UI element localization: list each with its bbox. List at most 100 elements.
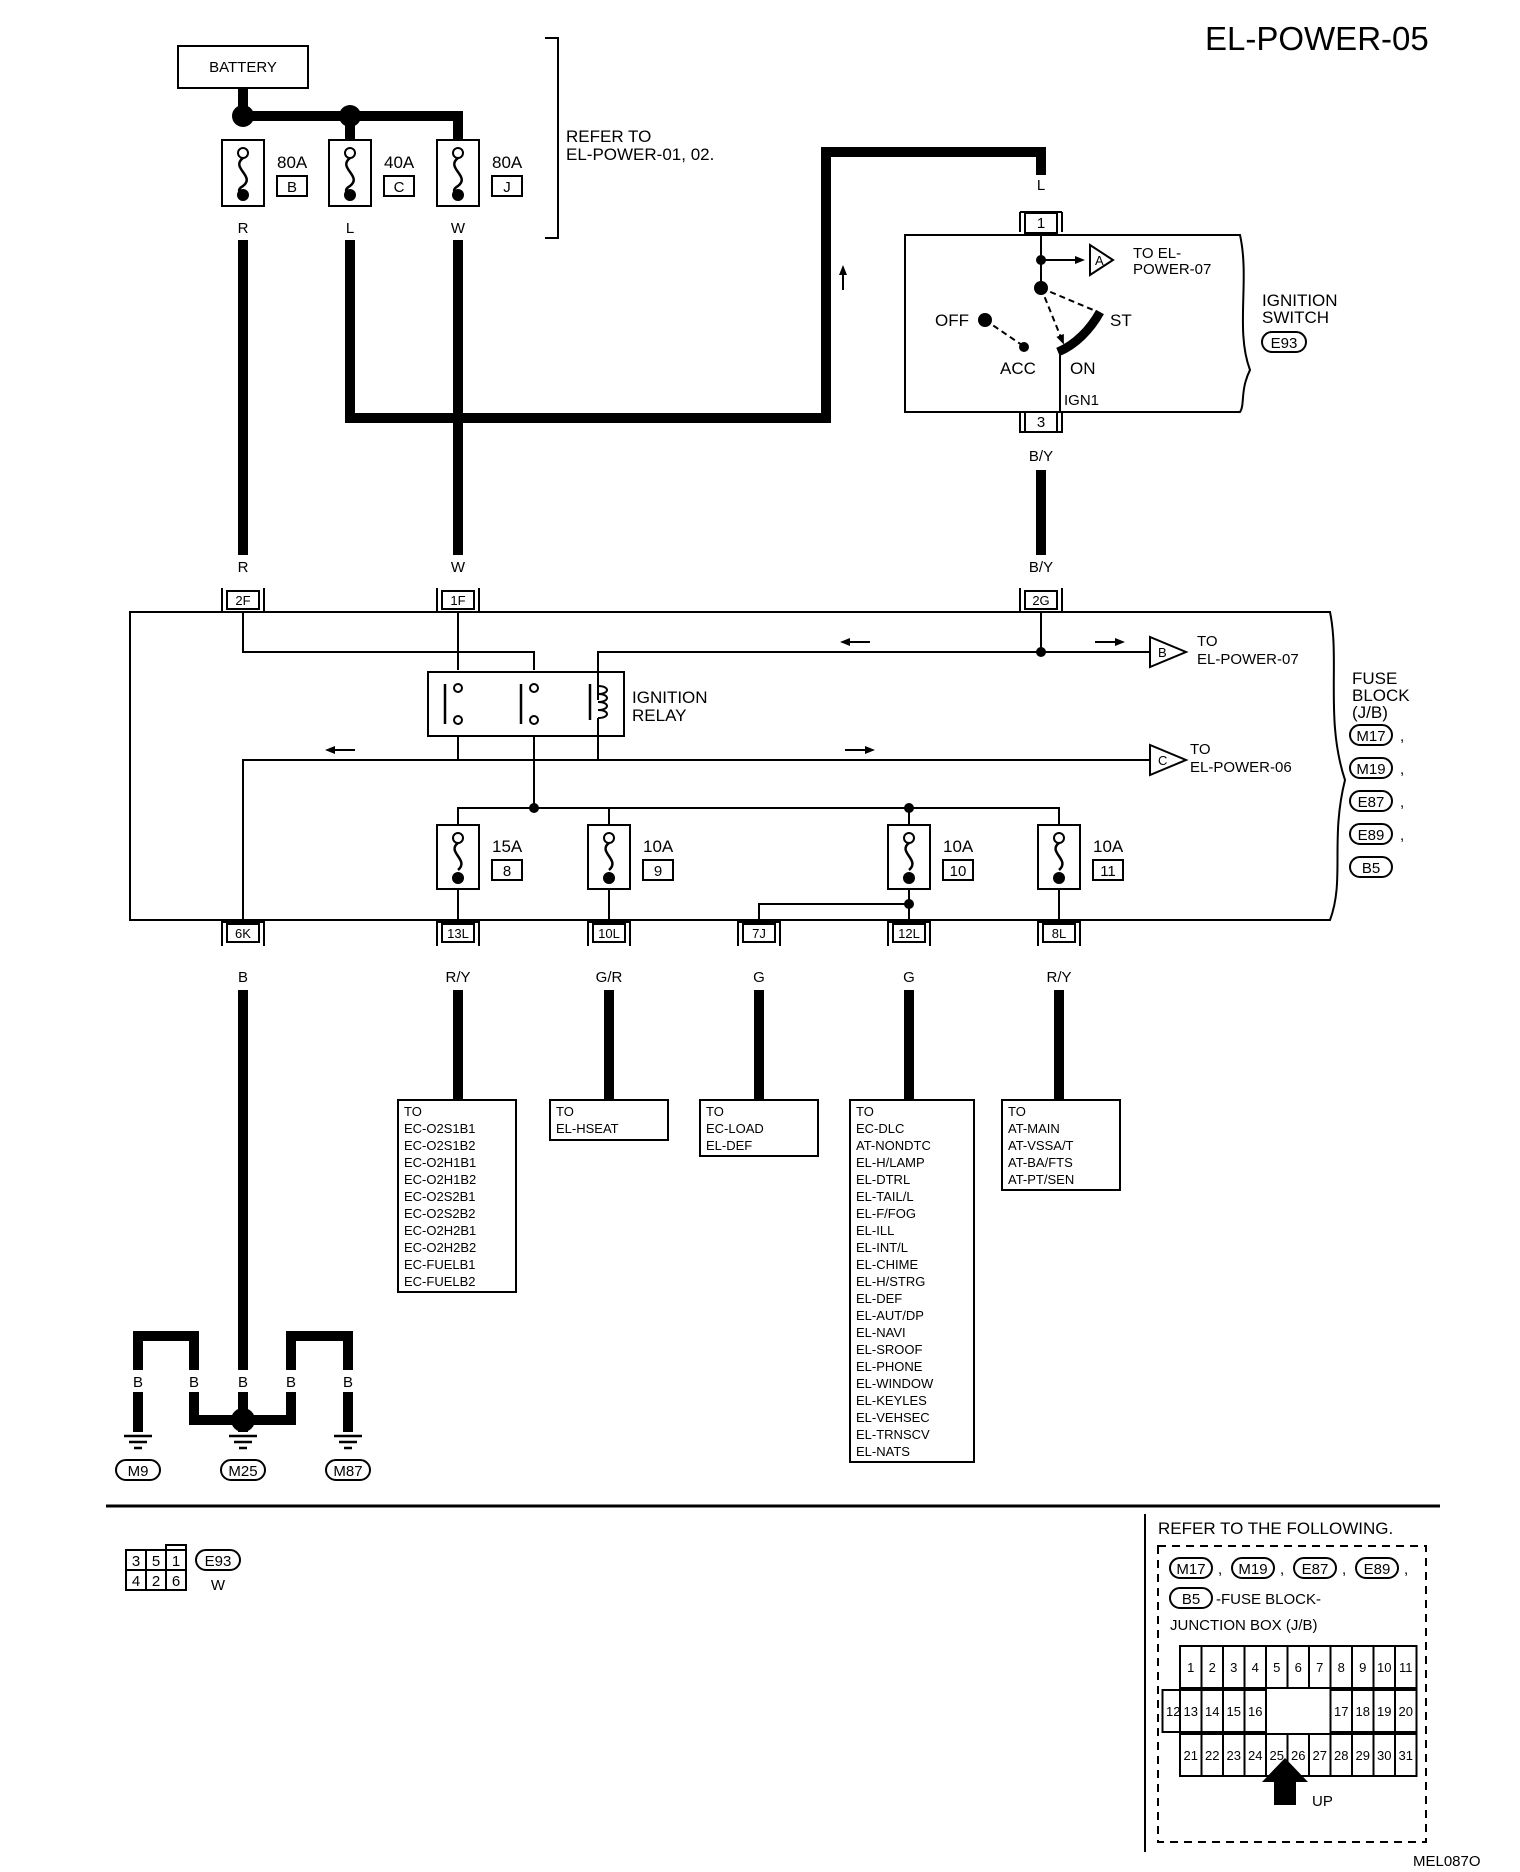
svg-text:W: W — [211, 1577, 226, 1594]
destination-item: EL-NAVI — [856, 1325, 906, 1340]
jb-pin: 12 — [1166, 1704, 1180, 1719]
destination-item: EL-TAIL/L — [856, 1189, 914, 1204]
wire-color: G — [903, 969, 915, 986]
wire-color: R — [238, 559, 249, 576]
destination-item: EC-O2H1B1 — [404, 1155, 476, 1170]
terminal-2f: 2F — [221, 588, 265, 613]
destination-box — [549, 1099, 669, 1141]
jb-pin: 15 — [1227, 1704, 1241, 1719]
switch-lever-st — [1040, 287, 1099, 313]
svg-text:8: 8 — [503, 863, 511, 880]
wire-7j — [758, 903, 909, 920]
ignition-relay — [427, 671, 625, 737]
svg-text:M19: M19 — [1356, 761, 1385, 778]
splice-dot — [904, 803, 914, 813]
fuse-block-connector-list: M17 , M19 , E87 , E89 , B5 — [1349, 724, 1404, 878]
terminal-13l: 13L — [436, 921, 480, 946]
terminal-12l: 12L — [887, 921, 931, 946]
fuse-bus — [457, 807, 1060, 825]
fuse-15a-8: 15A 8 — [436, 824, 523, 890]
to-c-text2: EL-POWER-06 — [1190, 759, 1292, 776]
jb-pin: 19 — [1377, 1704, 1391, 1719]
destination-item: EL-SROOF — [856, 1342, 923, 1357]
svg-text:,: , — [1400, 827, 1404, 844]
switch-off-path — [984, 319, 1023, 346]
jb-pin: 9 — [1359, 1660, 1366, 1675]
jb-cell — [1394, 1689, 1418, 1733]
fusible-link-80a-j: 80A J — [436, 139, 523, 207]
fuse-block-name1: FUSE — [1352, 669, 1397, 688]
battery-bus — [243, 111, 463, 140]
jb-pin: 11 — [1399, 1660, 1413, 1675]
relay-label1: IGNITION — [632, 688, 708, 707]
svg-text:E89: E89 — [1364, 1561, 1391, 1578]
jb-pin: 23 — [1227, 1748, 1241, 1763]
to-c-text1: TO — [1190, 741, 1211, 758]
terminal-2g: 2G — [1019, 588, 1063, 613]
ignition-wire-in: L — [1037, 177, 1045, 194]
ground-symbol-m87: M87 — [325, 1434, 371, 1481]
destination-item: EL-NATS — [856, 1444, 910, 1459]
jb-pin: 5 — [1273, 1660, 1280, 1675]
refer-bracket — [545, 37, 559, 239]
terminal-8l: 8L — [1037, 921, 1081, 946]
ground-symbol-m25: M25 — [220, 1434, 266, 1481]
battery-label: BATTERY — [209, 59, 277, 76]
destination-item: EL-H/STRG — [856, 1274, 925, 1289]
svg-text:15A: 15A — [492, 837, 523, 856]
destination-box — [699, 1099, 819, 1157]
svg-text:B: B — [238, 1374, 248, 1391]
ground-wire-m9 — [133, 1331, 243, 1432]
svg-text:B: B — [189, 1374, 199, 1391]
switch-acc-contact — [1019, 342, 1029, 352]
destination-item: EL-KEYLES — [856, 1393, 927, 1408]
ignition-switch-name1: IGNITION — [1262, 291, 1338, 310]
up-label: UP — [1312, 1793, 1333, 1810]
wire-color: W — [451, 559, 466, 576]
svg-text:B: B — [133, 1374, 143, 1391]
destination-item: TO — [706, 1104, 724, 1119]
fuse-block-name2: BLOCK — [1352, 686, 1410, 705]
switch-pos-acc: ACC — [1000, 359, 1036, 378]
jb-pin: 24 — [1248, 1748, 1262, 1763]
jb-cell — [1243, 1689, 1267, 1733]
svg-text:,: , — [1400, 794, 1404, 811]
wire-color: W — [451, 220, 466, 237]
destination-item: EC-O2S1B2 — [404, 1138, 476, 1153]
jb-pin: 28 — [1334, 1748, 1348, 1763]
destination-box — [1001, 1099, 1121, 1191]
destination-item: EC-O2H2B1 — [404, 1223, 476, 1238]
destination-item: EL-DEF — [856, 1291, 902, 1306]
to-a-letter: A — [1095, 253, 1104, 268]
destination-item: EL-PHONE — [856, 1359, 923, 1374]
destination-item: EL-CHIME — [856, 1257, 918, 1272]
ref-panel-frame — [1157, 1545, 1427, 1843]
jb-pin: 3 — [1230, 1660, 1237, 1675]
ignition-switch-body — [904, 234, 1252, 413]
terminal-6k: 6K — [221, 921, 265, 946]
destination-item: EC-DLC — [856, 1121, 904, 1136]
jb-pin: 27 — [1313, 1748, 1327, 1763]
jb-pin: 29 — [1356, 1748, 1370, 1763]
jb-pin: 1 — [1187, 1660, 1194, 1675]
svg-text:10A: 10A — [1093, 837, 1124, 856]
wire-2f-relay — [242, 612, 535, 670]
fusible-link-code: J — [503, 179, 511, 196]
svg-text:2G: 2G — [1032, 593, 1049, 608]
jb-pin: 13 — [1184, 1704, 1198, 1719]
svg-text:M87: M87 — [333, 1463, 362, 1480]
jb-pin: 10 — [1377, 1660, 1391, 1675]
destination-item: EC-FUELB1 — [404, 1257, 476, 1272]
ignition-terminal-out: 3 — [1037, 414, 1045, 431]
svg-text:6: 6 — [172, 1573, 180, 1590]
destination-item: EL-ILL — [856, 1223, 894, 1238]
jb-pin: 30 — [1377, 1748, 1391, 1763]
svg-text:6K: 6K — [235, 926, 251, 941]
svg-text:E87: E87 — [1302, 1561, 1329, 1578]
jb-pin: 14 — [1205, 1704, 1219, 1719]
splice-dot — [904, 899, 914, 909]
ref-panel-connectors: M17 , M19 , E87 , E89 , B5 — [1169, 1557, 1408, 1609]
to-a-text2: POWER-07 — [1133, 261, 1211, 278]
